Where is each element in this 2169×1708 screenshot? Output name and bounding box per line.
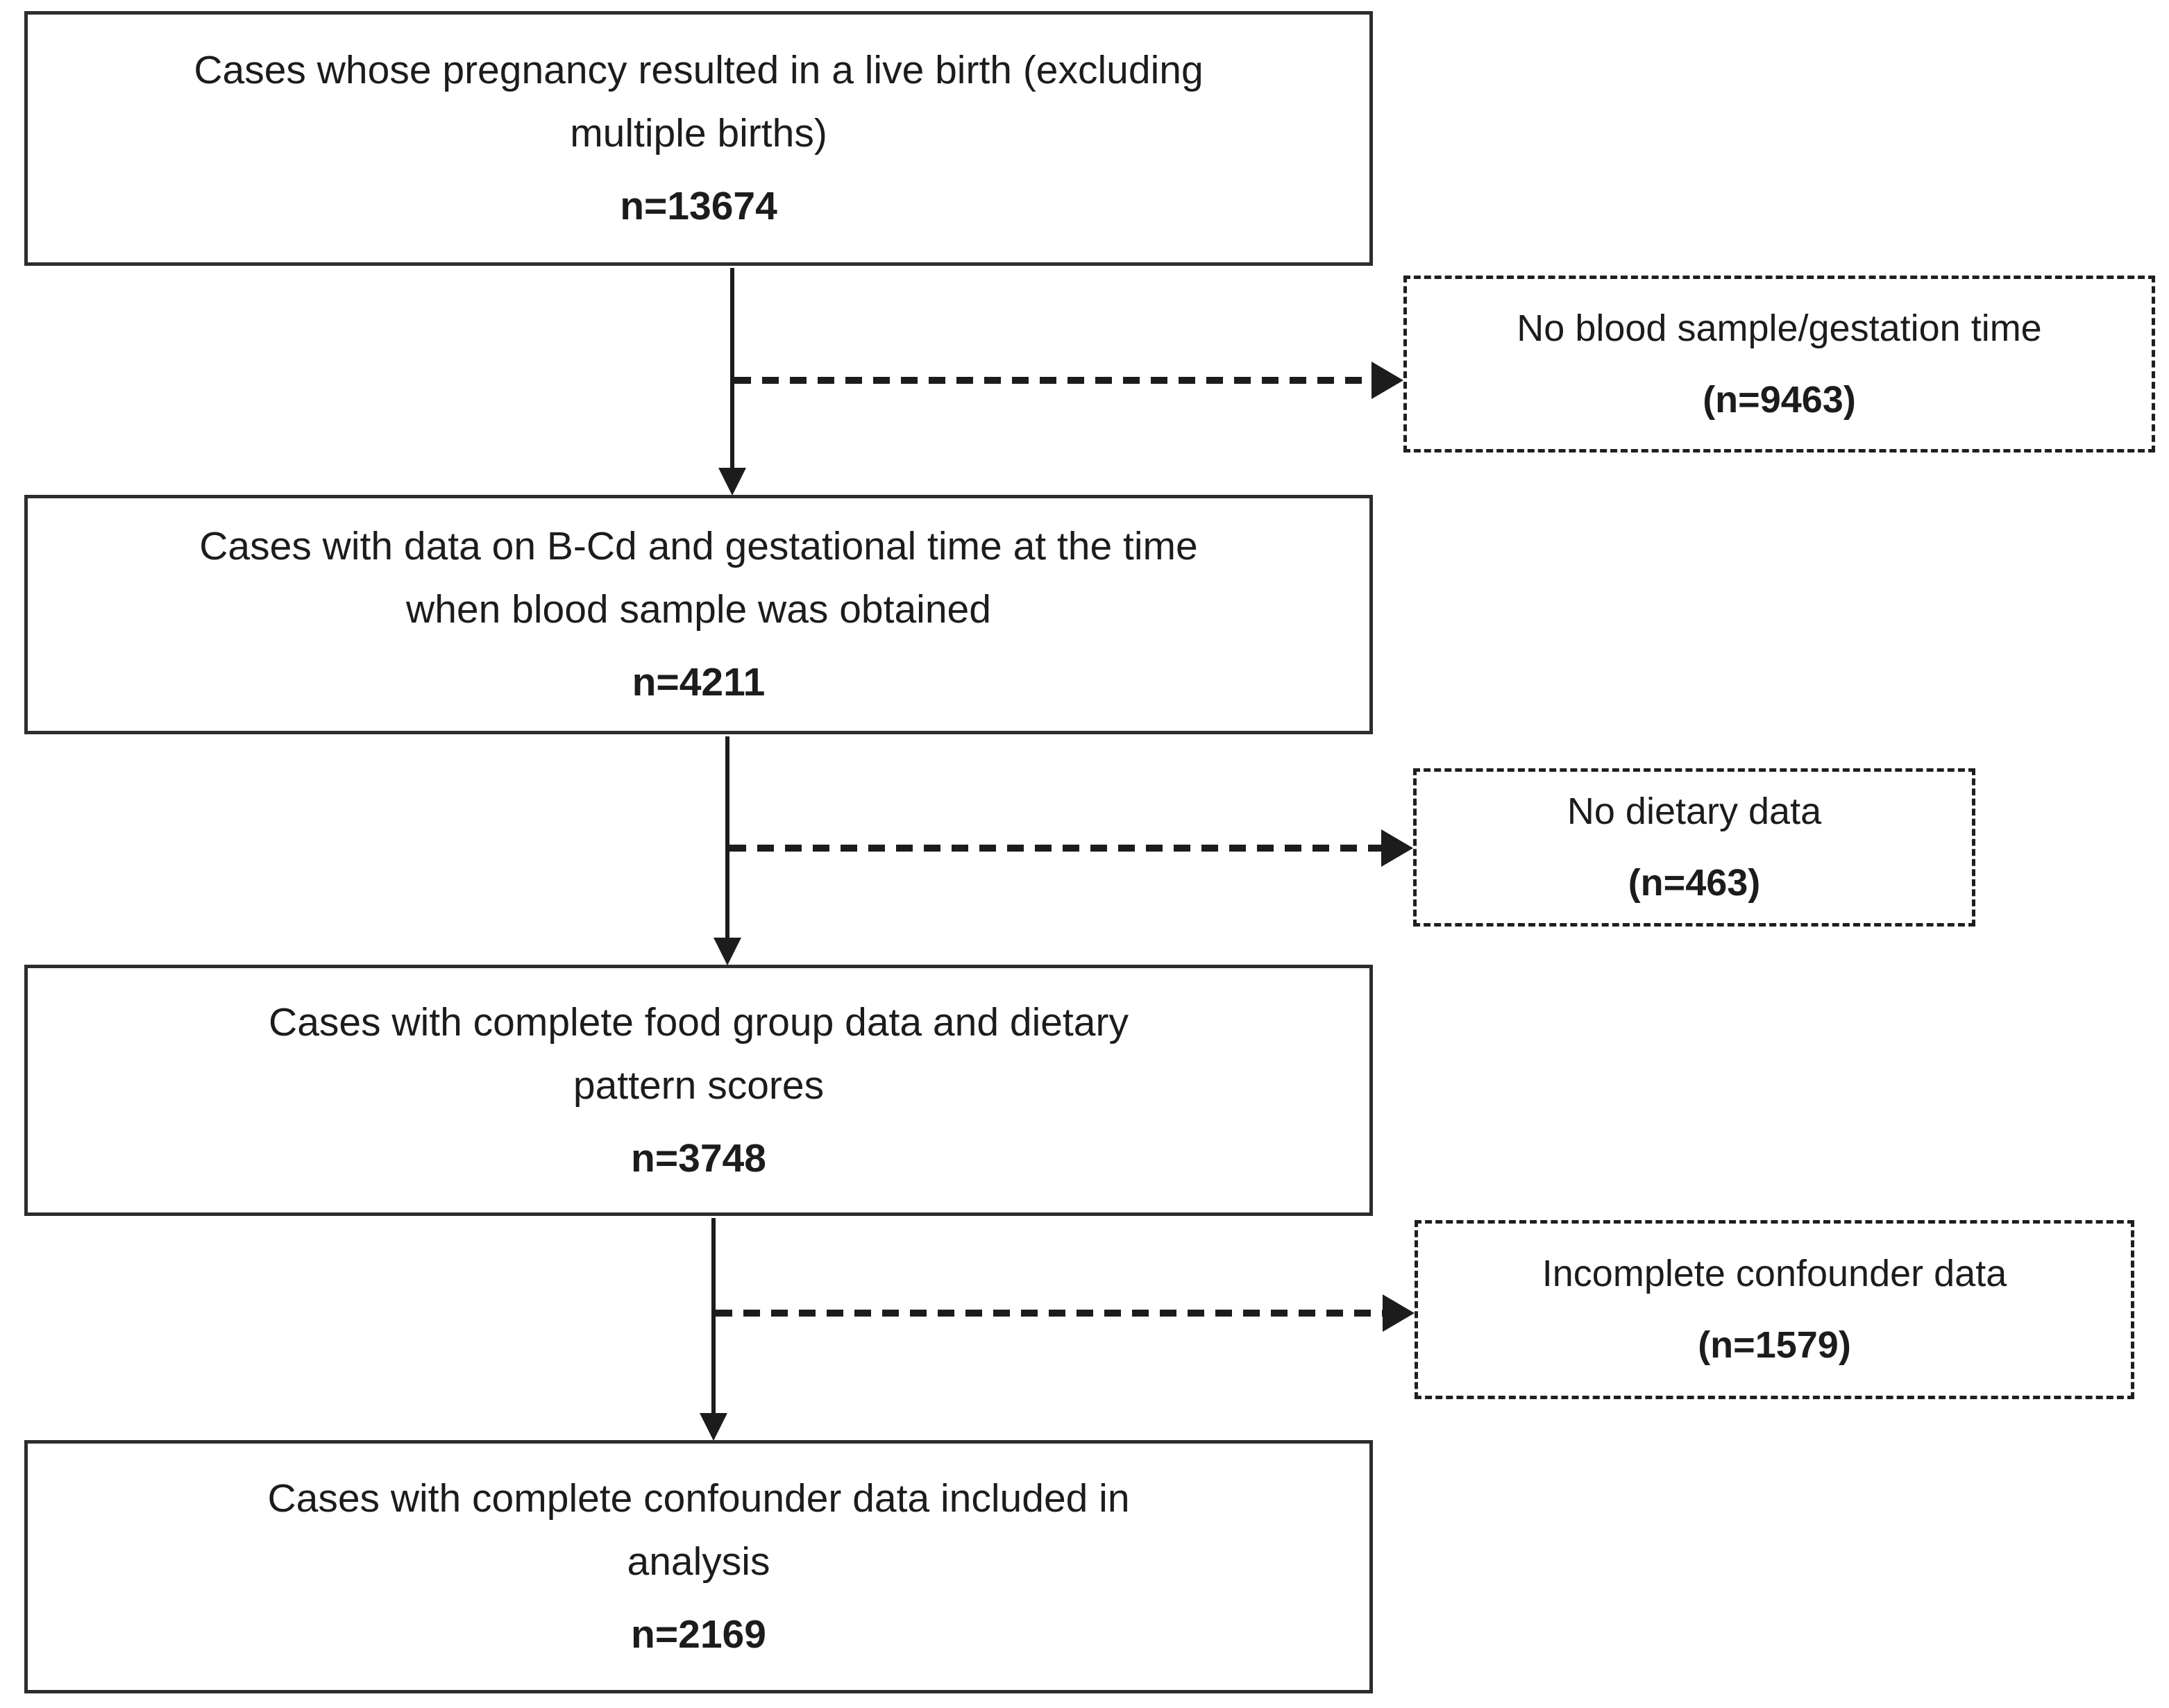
arrow-down-line-3 bbox=[711, 1218, 716, 1415]
flow-box-text-line: Cases with data on B-Cd and gestational … bbox=[199, 524, 1198, 568]
exclusion-box-n-value: (n=1579) bbox=[1698, 1324, 1851, 1366]
flow-box-text-line: Cases with complete confounder data incl… bbox=[267, 1476, 1130, 1521]
exclusion-box-label: No blood sample/gestation time bbox=[1517, 307, 2042, 349]
flow-box-live-births: Cases whose pregnancy resulted in a live… bbox=[24, 11, 1373, 266]
exclusion-box-incomplete-confounder: Incomplete confounder data (n=1579) bbox=[1415, 1220, 2134, 1399]
exclusion-box-n-value: (n=463) bbox=[1628, 862, 1761, 904]
flow-box-n-value: n=13674 bbox=[620, 184, 777, 228]
exclusion-box-n-value: (n=9463) bbox=[1703, 378, 1856, 421]
flow-box-text-line: analysis bbox=[627, 1539, 770, 1584]
arrow-down-line-1 bbox=[730, 268, 734, 469]
flow-box-n-value: n=4211 bbox=[632, 660, 766, 704]
exclusion-box-no-blood-sample: No blood sample/gestation time (n=9463) bbox=[1403, 276, 2155, 453]
dashed-arrow-head-icon bbox=[1372, 362, 1403, 399]
flow-box-text-line: pattern scores bbox=[573, 1063, 825, 1108]
dashed-arrow-head-icon bbox=[1381, 829, 1413, 867]
dashed-arrow-line-1 bbox=[734, 377, 1372, 384]
flow-box-included-in-analysis: Cases with complete confounder data incl… bbox=[24, 1440, 1373, 1693]
arrow-down-head-icon bbox=[718, 468, 746, 496]
dashed-arrow-line-2 bbox=[729, 845, 1382, 852]
flow-box-text-line: Cases whose pregnancy resulted in a live… bbox=[194, 48, 1204, 92]
flow-box-n-value: n=3748 bbox=[631, 1135, 766, 1181]
arrow-down-head-icon bbox=[714, 938, 741, 965]
flow-box-text-line: Cases with complete food group data and … bbox=[269, 999, 1129, 1045]
flow-box-n-value: n=2169 bbox=[631, 1612, 766, 1657]
arrow-down-line-2 bbox=[725, 736, 729, 939]
flow-box-bcd-gestational-data: Cases with data on B-Cd and gestational … bbox=[24, 495, 1373, 734]
exclusion-box-no-dietary-data: No dietary data (n=463) bbox=[1413, 768, 1975, 927]
flow-box-text-line: multiple births) bbox=[570, 111, 827, 155]
arrow-down-head-icon bbox=[700, 1413, 727, 1441]
exclusion-box-label: No dietary data bbox=[1567, 790, 1822, 832]
dashed-arrow-head-icon bbox=[1383, 1294, 1415, 1332]
exclusion-box-label: Incomplete confounder data bbox=[1542, 1253, 2007, 1294]
flow-box-food-group-data: Cases with complete food group data and … bbox=[24, 965, 1373, 1216]
flow-box-text-line: when blood sample was obtained bbox=[406, 587, 991, 632]
dashed-arrow-line-3 bbox=[716, 1310, 1383, 1317]
